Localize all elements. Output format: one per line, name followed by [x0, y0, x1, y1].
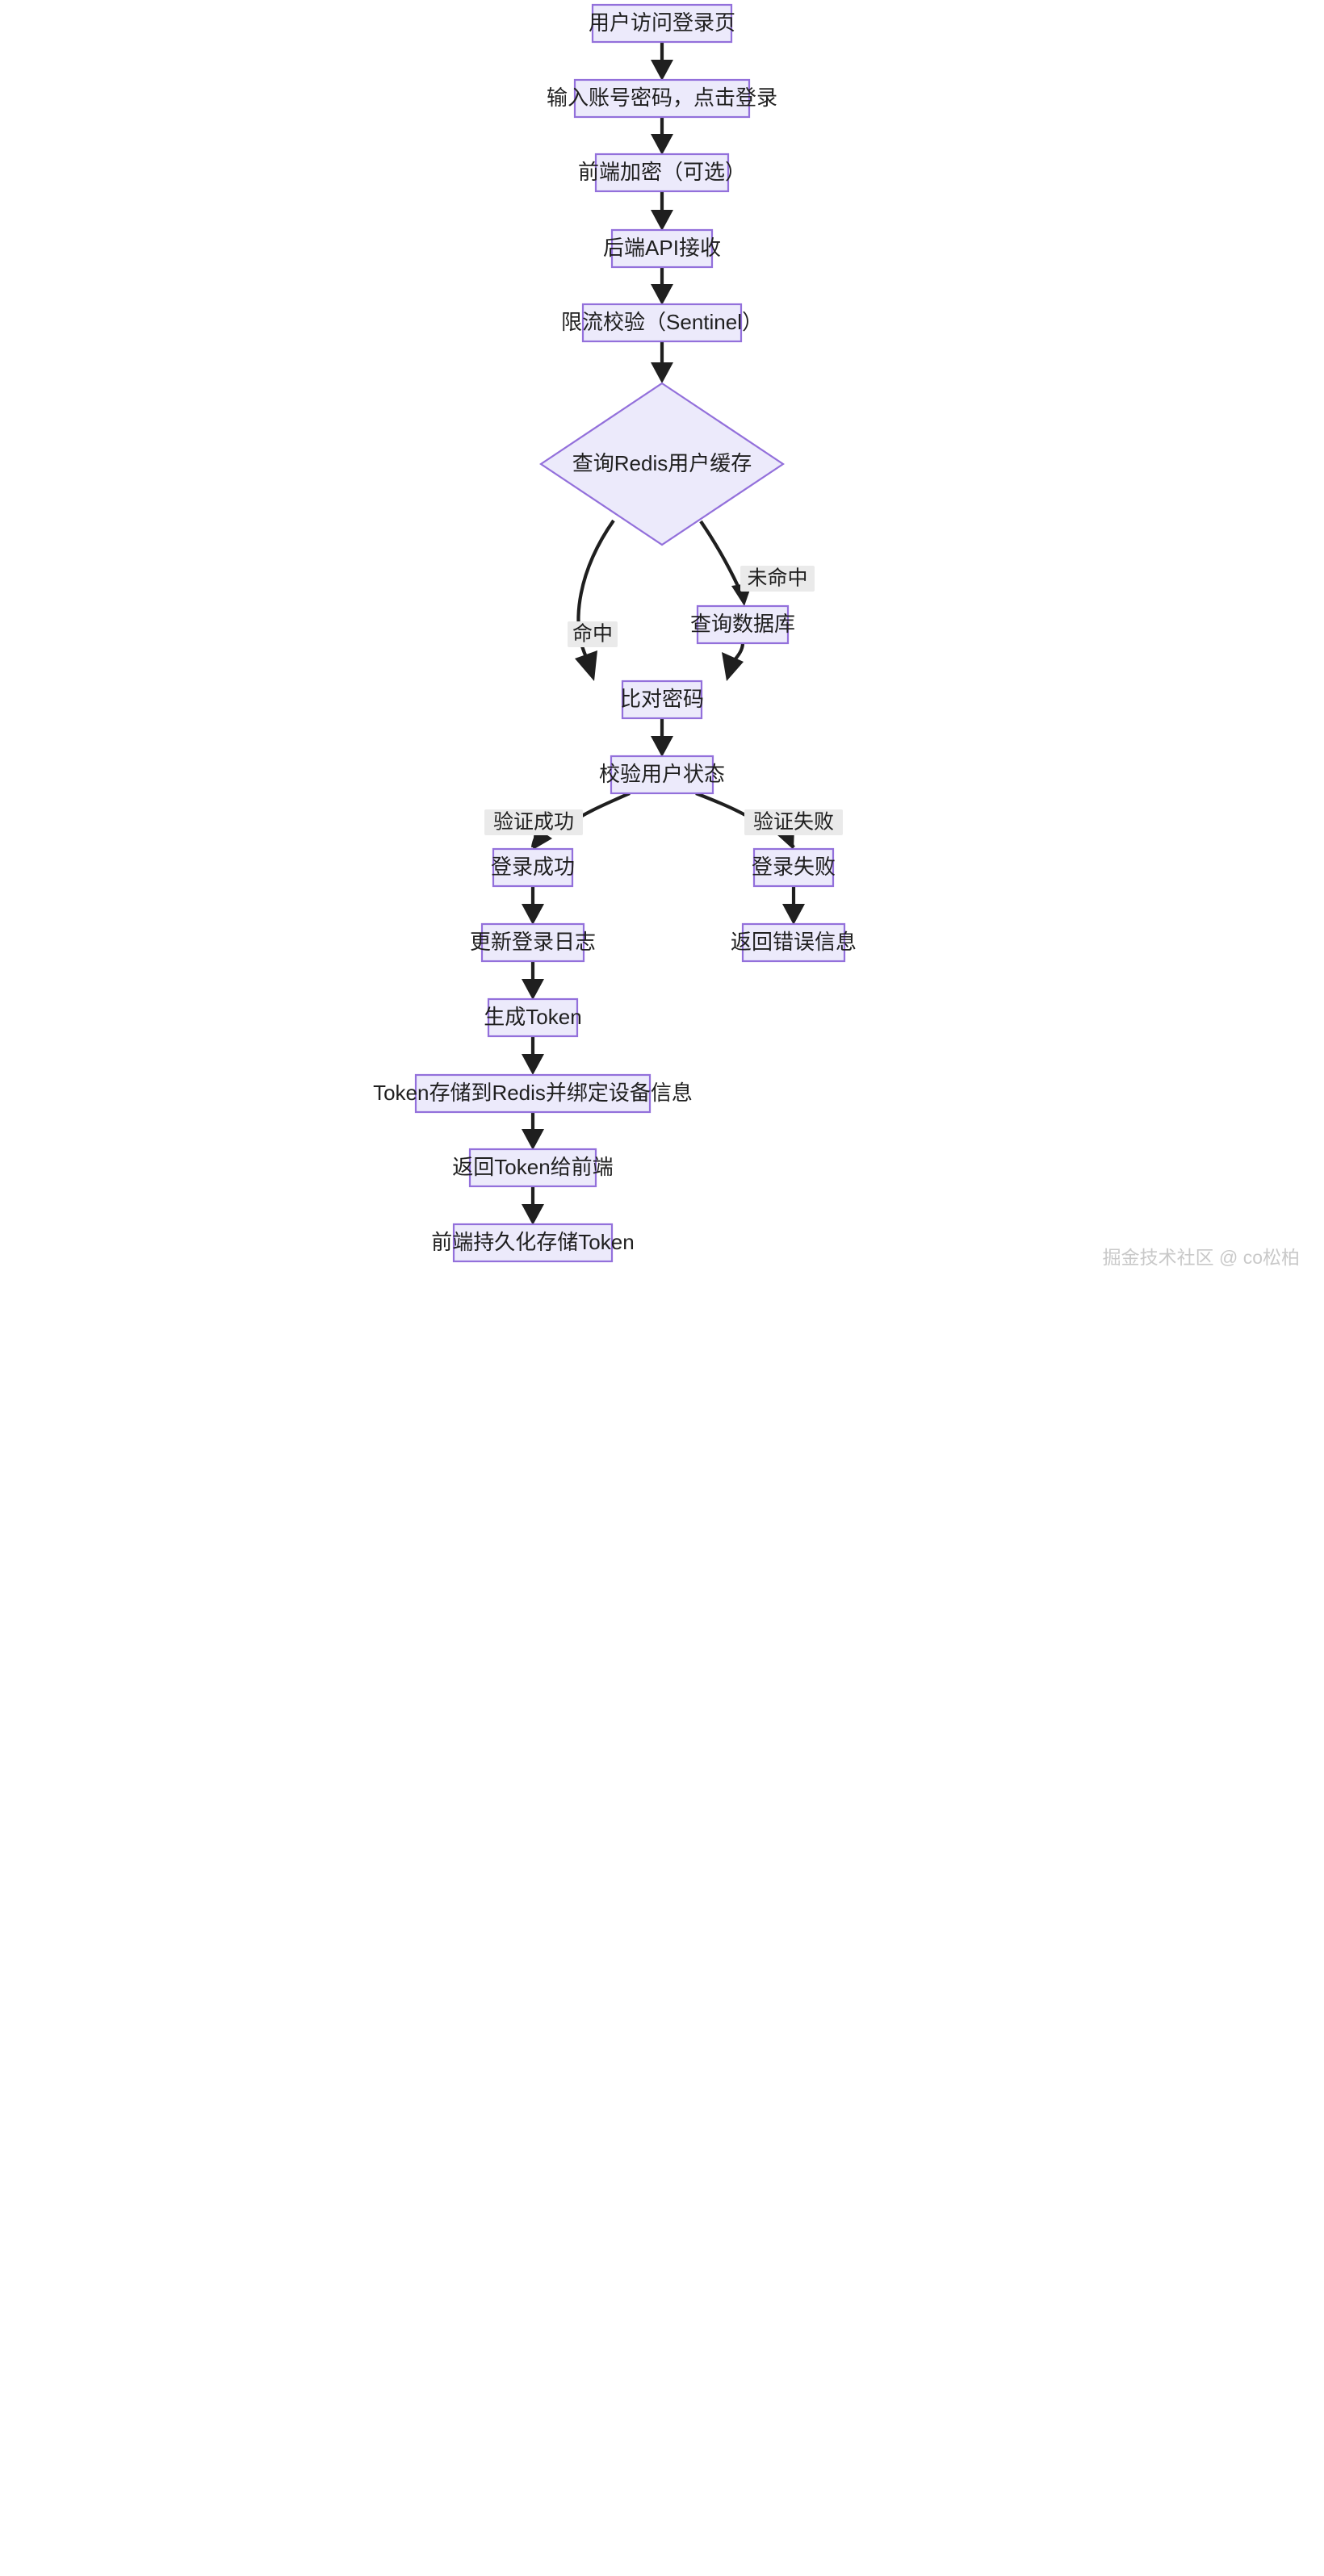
node-login-failure[interactable]: 登录失败 [752, 847, 836, 888]
edge-label-layer: 命中 未命中 验证成功 验证失败 [484, 566, 843, 835]
edge-n1-n2 [651, 42, 673, 81]
node-label-frontend-persist-token: 前端持久化存储Token [431, 1230, 634, 1254]
edge-n16-n17 [522, 1186, 544, 1225]
node-frontend-encryption-optional[interactable]: 前端加密（可选） [578, 153, 746, 193]
node-query-database[interactable]: 查询数据库 [690, 604, 795, 645]
node-label-return-token-to-frontend: 返回Token给前端 [452, 1155, 613, 1179]
edge-n10-n12 [522, 886, 544, 925]
node-label-generate-token: 生成Token [484, 1005, 581, 1029]
node-label-store-token-redis-bind-device: Token存储到Redis并绑定设备信息 [373, 1081, 693, 1105]
node-layer: 用户访问登录页 输入账号密码，点击登录 前端加密（可选） 后端API接收 限流校… [373, 3, 857, 1263]
node-label-query-database: 查询数据库 [690, 612, 795, 636]
node-label-backend-api-receive: 后端API接收 [603, 236, 721, 260]
node-generate-token[interactable]: 生成Token [484, 997, 582, 1038]
edge-label-auth-success-text: 验证成功 [493, 811, 574, 834]
node-label-enter-credentials-click-login: 输入账号密码，点击登录 [547, 86, 777, 110]
node-label-query-redis-user-cache: 查询Redis用户缓存 [572, 451, 752, 475]
node-return-error-message[interactable]: 返回错误信息 [731, 922, 857, 963]
node-backend-api-receive[interactable]: 后端API接收 [603, 228, 721, 269]
node-login-success[interactable]: 登录成功 [491, 847, 575, 888]
node-store-token-redis-bind-device[interactable]: Token存储到Redis并绑定设备信息 [373, 1073, 693, 1114]
edge-n5-n6 [651, 341, 673, 383]
node-label-login-failure: 登录失败 [752, 855, 836, 879]
node-label-update-login-log: 更新登录日志 [470, 930, 596, 954]
node-update-login-log[interactable]: 更新登录日志 [470, 922, 596, 963]
edge-label-auth-fail-text: 验证失败 [753, 811, 834, 834]
edge-n8-n9 [651, 718, 673, 757]
edge-n3-n4 [651, 191, 673, 231]
edge-n14-n15 [522, 1036, 544, 1075]
node-compare-password[interactable]: 比对密码 [620, 680, 704, 720]
node-label-frontend-encryption-optional: 前端加密（可选） [578, 160, 746, 184]
edge-n15-n16 [522, 1112, 544, 1150]
node-label-login-success: 登录成功 [491, 855, 575, 879]
node-verify-user-status[interactable]: 校验用户状态 [599, 755, 725, 795]
node-query-redis-user-cache[interactable]: 查询Redis用户缓存 [539, 382, 785, 546]
node-user-visits-login-page[interactable]: 用户访问登录页 [589, 3, 735, 44]
node-return-token-to-frontend[interactable]: 返回Token给前端 [452, 1148, 614, 1188]
edge-n4-n5 [651, 267, 673, 305]
node-label-return-error-message: 返回错误信息 [731, 930, 857, 954]
edge-label-cache-hit: 命中 [568, 621, 618, 647]
edge-label-cache-hit-text: 命中 [572, 623, 613, 646]
edge-n11-n13 [782, 886, 805, 925]
edge-label-cache-miss-text: 未命中 [747, 567, 807, 590]
edge-n7-n8 [722, 642, 745, 681]
watermark: 掘金技术社区 @ co松柏 [1103, 1247, 1300, 1268]
edge-label-cache-miss: 未命中 [740, 566, 815, 592]
node-label-user-visits-login-page: 用户访问登录页 [589, 10, 735, 35]
edge-label-auth-fail: 验证失败 [744, 809, 843, 835]
edge-n2-n3 [651, 117, 673, 155]
node-rate-limit-check-sentinel[interactable]: 限流校验（Sentinel） [561, 303, 763, 343]
edge-n12-n14 [522, 961, 544, 1000]
edge-label-auth-success: 验证成功 [484, 809, 583, 835]
node-label-compare-password: 比对密码 [620, 687, 704, 711]
node-frontend-persist-token[interactable]: 前端持久化存储Token [431, 1223, 635, 1263]
node-enter-credentials-click-login[interactable]: 输入账号密码，点击登录 [547, 78, 777, 119]
node-label-rate-limit-check-sentinel: 限流校验（Sentinel） [561, 310, 763, 334]
node-label-verify-user-status: 校验用户状态 [599, 762, 725, 786]
